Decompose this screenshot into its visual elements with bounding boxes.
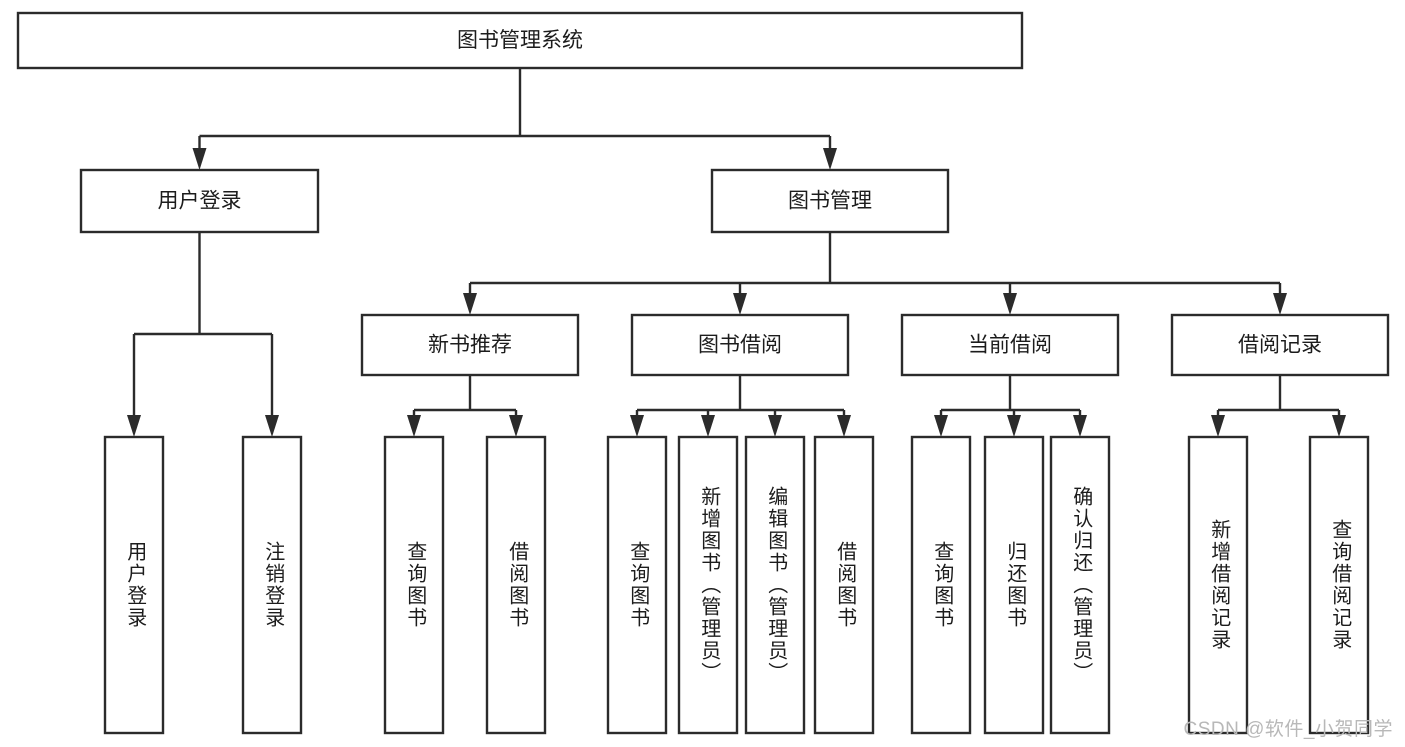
node-leaf-query-record-box[interactable] [1308,435,1370,735]
node-borrow-record-label: 借阅记录 [1238,334,1322,357]
connectors-layer [127,68,1346,437]
node-leaf-query-book-rec-box[interactable] [383,435,445,735]
watermark-text: CSDN @软件_小贺同学 [1183,719,1393,740]
node-book-borrow-label: 图书借阅 [698,334,782,357]
node-book-manage-label: 图书管理 [788,190,872,213]
boxes-layer [16,11,1390,735]
arrow-into-borrow-record [1273,293,1287,315]
node-leaf-borrow-book-rec-box[interactable] [485,435,547,735]
node-book-manage-box[interactable] [710,168,950,234]
arrow-into-leaf-logout [265,415,279,437]
node-leaf-logout-box[interactable] [241,435,303,735]
arrow-into-user-login [192,148,207,170]
arrow-into-leaf-query-record [1332,415,1346,437]
node-user-login-box[interactable] [79,168,320,234]
node-root-box[interactable] [16,11,1024,70]
arrow-into-leaf-add-book [701,415,715,437]
arrow-into-leaf-query-book-borrow [630,415,644,437]
arrow-into-leaf-edit-book [768,415,782,437]
node-current-borrow-box[interactable] [900,313,1120,377]
node-book-borrow-box[interactable] [630,313,850,377]
arrow-into-leaf-user-login [127,415,141,437]
node-current-borrow-label: 当前借阅 [968,334,1052,357]
arrow-into-book-borrow [733,293,747,315]
node-leaf-add-book-box[interactable] [677,435,739,735]
node-leaf-user-login-box[interactable] [103,435,165,735]
node-leaf-query-book-borrow-box[interactable] [606,435,668,735]
arrow-into-leaf-confirm-return [1073,415,1087,437]
arrow-into-leaf-borrow-book-rec [509,415,523,437]
arrow-into-leaf-add-record [1211,415,1225,437]
node-leaf-add-record-box[interactable] [1187,435,1249,735]
node-borrow-record-box[interactable] [1170,313,1390,377]
node-leaf-query-book-cur-box[interactable] [910,435,972,735]
node-root-label: 图书管理系统 [457,29,583,52]
arrow-into-leaf-borrow-book [837,415,851,437]
arrow-into-book-manage [823,148,837,170]
node-leaf-confirm-return-box[interactable] [1049,435,1111,735]
node-leaf-borrow-book-box[interactable] [813,435,875,735]
arrow-into-new-book-recommend [463,293,477,315]
node-new-book-recommend-box[interactable] [360,313,580,377]
arrow-into-leaf-query-book-cur [934,415,948,437]
arrow-into-leaf-query-book-rec [407,415,421,437]
arrow-into-leaf-return-book [1007,415,1021,437]
node-leaf-return-book-box[interactable] [983,435,1045,735]
node-new-book-recommend-label: 新书推荐 [428,334,512,357]
node-user-login-label: 用户登录 [158,190,242,213]
node-leaf-edit-book-box[interactable] [744,435,806,735]
arrow-into-current-borrow [1003,293,1017,315]
